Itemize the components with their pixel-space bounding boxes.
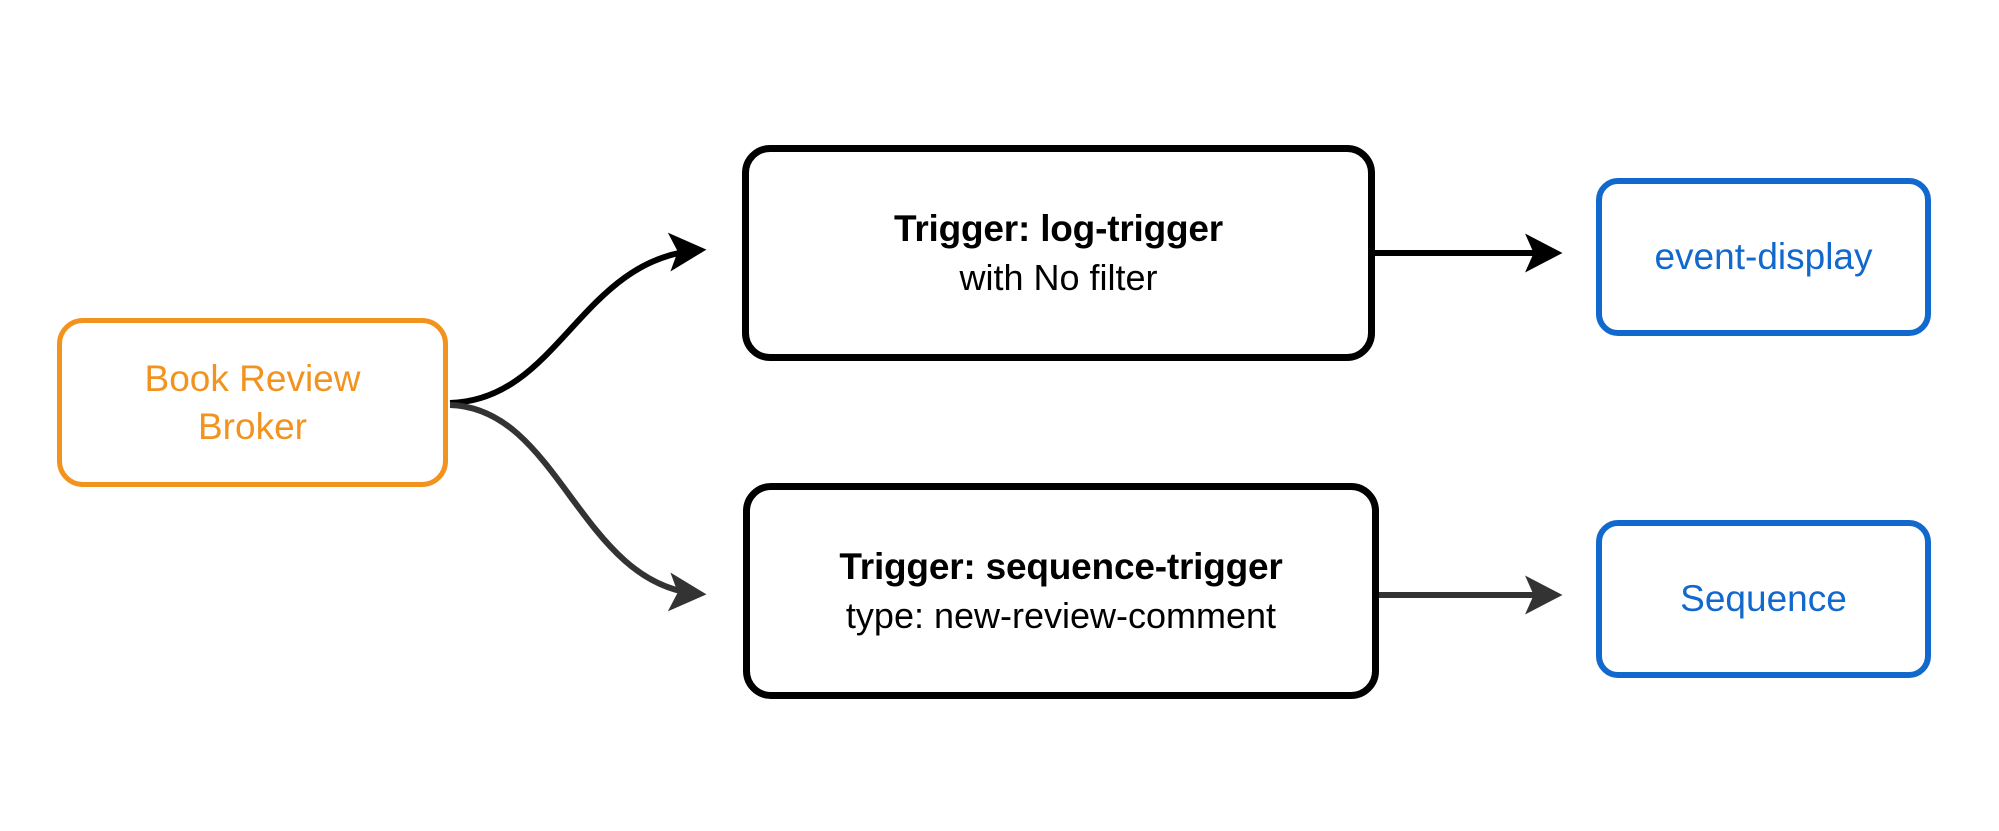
- node-log-trigger-title: Trigger: log-trigger: [893, 207, 1223, 249]
- node-event-display[interactable]: event-display: [1596, 178, 1931, 336]
- node-sequence-trigger[interactable]: Trigger: sequence-trigger type: new-revi…: [743, 483, 1379, 699]
- node-event-display-label: event-display: [1654, 236, 1873, 278]
- edge-broker-to-sequence-trigger: [449, 402, 707, 612]
- node-broker-label-line1: Book Review: [144, 358, 361, 400]
- node-sequence-label: Sequence: [1680, 578, 1847, 620]
- node-log-trigger-subtitle: with No filter: [959, 257, 1158, 299]
- node-sequence-trigger-subtitle: type: new-review-comment: [845, 595, 1277, 637]
- node-log-trigger[interactable]: Trigger: log-trigger with No filter: [742, 145, 1375, 361]
- node-sequence[interactable]: Sequence: [1596, 520, 1931, 678]
- node-book-review-broker[interactable]: Book Review Broker: [57, 318, 448, 487]
- node-broker-label-line2: Broker: [198, 405, 307, 447]
- edge-broker-to-log-trigger: [449, 232, 707, 406]
- node-sequence-trigger-title: Trigger: sequence-trigger: [839, 545, 1283, 587]
